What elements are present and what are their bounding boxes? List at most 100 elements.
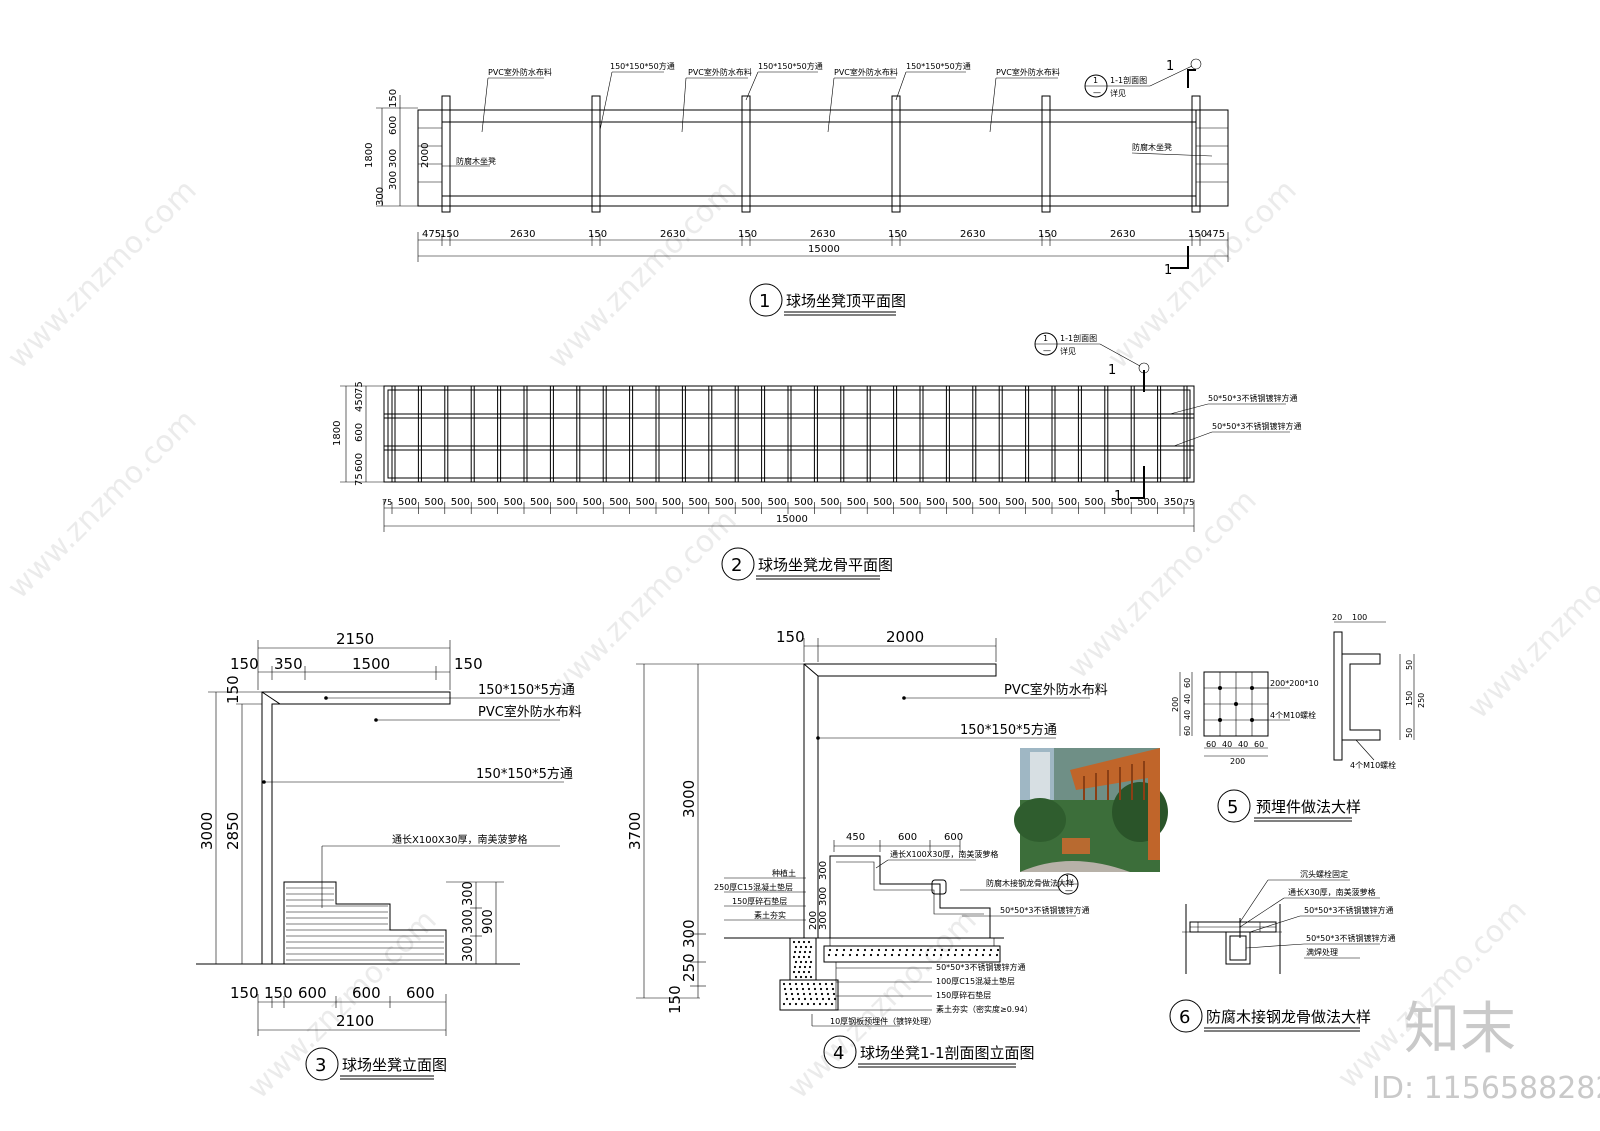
- gravel-dot: [798, 965, 802, 969]
- dim: 60: [1183, 678, 1192, 688]
- gravel-dot: [791, 997, 795, 1001]
- dim-left: 300: [388, 149, 399, 168]
- gravel-dot: [825, 987, 829, 991]
- gravel-dot: [904, 953, 908, 957]
- gravel-dot: [824, 1002, 828, 1006]
- gravel-hatch: [782, 940, 1000, 1006]
- watermark-text: www.znzmo.com: [241, 903, 444, 1106]
- gravel-dot: [939, 953, 943, 957]
- gravel-dot: [783, 987, 787, 991]
- dim: 500: [979, 497, 998, 508]
- dim: 150: [440, 229, 459, 240]
- gravel-dot: [807, 970, 811, 974]
- dim-seat: 450: [846, 832, 865, 843]
- gravel-dot: [919, 948, 923, 952]
- gravel-dot: [804, 945, 808, 949]
- title-num: 6: [1179, 1007, 1190, 1028]
- dim-seat: 600: [944, 832, 963, 843]
- gravel-dot: [905, 948, 909, 952]
- dim-left: 450: [354, 393, 365, 412]
- gravel-dot: [883, 953, 887, 957]
- gravel-dot: [794, 1002, 798, 1006]
- dim-bottom: 150: [264, 984, 293, 1002]
- gravel-dot: [806, 1002, 810, 1006]
- gravel-dot: [799, 945, 803, 949]
- gravel-dot: [988, 953, 992, 957]
- gravel-dot: [828, 948, 832, 952]
- dim: 500: [636, 497, 655, 508]
- gravel-dot: [797, 997, 801, 1001]
- dim-right: 300: [461, 909, 476, 934]
- dim: 150: [1188, 229, 1207, 240]
- label: 150*150*50方通: [758, 61, 823, 71]
- dim-top-total: 2150: [336, 630, 374, 648]
- dim: 500: [1111, 497, 1130, 508]
- gravel-dot: [797, 955, 801, 959]
- cut-mark-top: 1: [1108, 363, 1116, 378]
- label: 通长X100X30厚，南美菠萝格: [392, 833, 528, 846]
- label: 150*150*5方通: [478, 682, 575, 698]
- cut-mark-bottom: 1: [1114, 489, 1122, 504]
- gravel-dot: [848, 953, 852, 957]
- dim: 500: [1005, 497, 1024, 508]
- dim-bottom: 600: [298, 984, 327, 1002]
- label: 150*150*5方通: [476, 766, 573, 782]
- gravel-dot: [891, 948, 895, 952]
- gravel-dot: [953, 953, 957, 957]
- dim-bottom: 600: [406, 984, 435, 1002]
- title-num: 4: [833, 1043, 844, 1064]
- ref-top: 1-1剖面图: [1110, 75, 1147, 85]
- gravel-dot: [826, 992, 830, 996]
- gravel-dot: [788, 982, 792, 986]
- gravel-dot: [960, 953, 964, 957]
- gravel-dot: [802, 992, 806, 996]
- dim: 500: [530, 497, 549, 508]
- title-1: 球场坐凳顶平面图: [786, 292, 906, 310]
- gravel-dot: [808, 992, 812, 996]
- dim-top: 1500: [352, 655, 390, 673]
- gravel-dot: [792, 940, 796, 944]
- gravel-dot: [782, 982, 786, 986]
- title-5: 预埋件做法大样: [1256, 798, 1361, 816]
- gravel-dot: [793, 950, 797, 954]
- dim-left-outer: 3000: [198, 812, 216, 850]
- gravel-dot: [789, 987, 793, 991]
- dim-left: 3000: [680, 780, 698, 818]
- gravel-dot: [794, 960, 798, 964]
- gravel-dot: [809, 945, 813, 949]
- dim: 500: [900, 497, 919, 508]
- dim-total: 250: [1417, 693, 1426, 708]
- dim-total: 200: [1230, 757, 1245, 766]
- dim-left: 75: [354, 381, 365, 394]
- watermark-text: www.znzmo.com: [1101, 173, 1304, 376]
- gravel-dot: [814, 992, 818, 996]
- watermark-text: www.znzmo.com: [1, 403, 204, 606]
- dim: 500: [451, 497, 470, 508]
- dim: 500: [847, 497, 866, 508]
- gravel-dot: [995, 953, 999, 957]
- watermark-text: www.znzmo.com: [1, 173, 204, 376]
- dim: 100: [1352, 613, 1367, 622]
- ground-label: 250厚C15混凝土垫层: [714, 882, 793, 892]
- gravel-dot: [869, 953, 873, 957]
- title-num: 3: [315, 1055, 326, 1076]
- dim: 60: [1206, 740, 1216, 749]
- dim-top: 150: [776, 628, 805, 646]
- dim-top: 150: [230, 655, 259, 673]
- label: PVC室外防水布料: [834, 67, 898, 77]
- dim: 500: [688, 497, 707, 508]
- gravel-dot: [863, 948, 867, 952]
- gravel-dot: [824, 982, 828, 986]
- dim: 40: [1222, 740, 1232, 749]
- gravel-dot: [989, 948, 993, 952]
- plate-label: 200*200*10: [1270, 679, 1319, 688]
- gravel-dot: [933, 948, 937, 952]
- dim-left-outer: 1800: [364, 143, 375, 168]
- gravel-dot: [830, 1002, 834, 1006]
- ref-den: —: [1093, 88, 1101, 97]
- gravel-dot: [794, 982, 798, 986]
- gravel-dot: [877, 948, 881, 952]
- label-right-seat: 防腐木坐凳: [1132, 142, 1172, 152]
